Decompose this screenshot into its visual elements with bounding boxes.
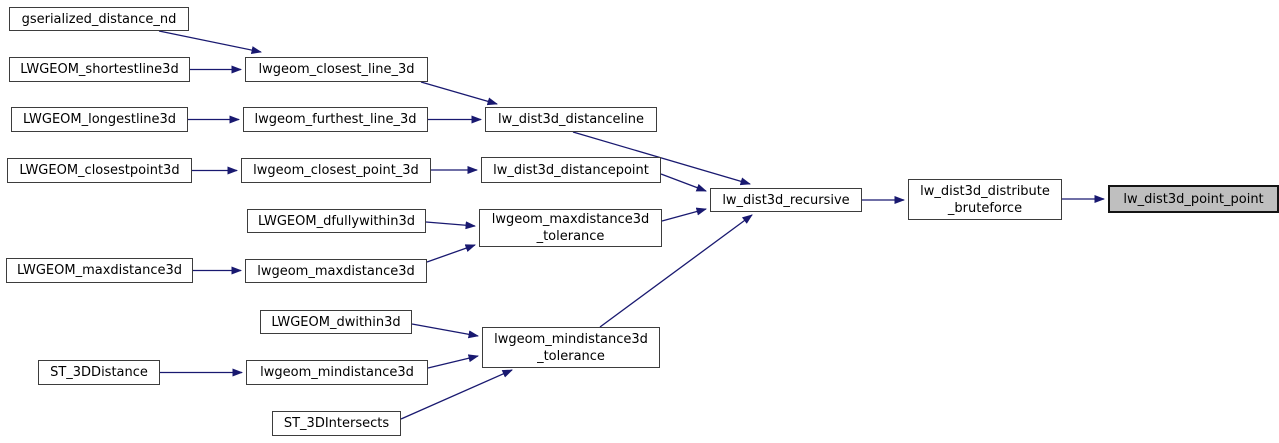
- node-gserialized_distance_nd[interactable]: gserialized_distance_nd: [9, 7, 189, 31]
- node-lwgeom_maxdistance3d[interactable]: lwgeom_maxdistance3d: [245, 259, 427, 283]
- edge-lwgeom_closest_line_3d--lw_dist3d_distanceline: [420, 81, 498, 106]
- node-lwgeom_closest_point_3d[interactable]: lwgeom_closest_point_3d: [241, 158, 431, 183]
- node-lw_dist3d_point_point: lw_dist3d_point_point: [1108, 185, 1279, 213]
- edge-LWGEOM_dfullywithin3d--lwgeom_maxdistance3d_tolerance: [425, 221, 476, 230]
- node-lw_dist3d_distancepoint[interactable]: lw_dist3d_distancepoint: [481, 157, 661, 183]
- node-lw_dist3d_recursive[interactable]: lw_dist3d_recursive: [710, 188, 862, 212]
- edge-lw_dist3d_distanceline--lw_dist3d_recursive: [572, 131, 751, 186]
- node-LWGEOM_dwithin3d[interactable]: LWGEOM_dwithin3d: [260, 310, 412, 334]
- edge-lwgeom_maxdistance3d--lwgeom_maxdistance3d_tolerance: [426, 244, 476, 263]
- node-lwgeom_mindistance3d[interactable]: lwgeom_mindistance3d: [246, 360, 428, 385]
- node-lwgeom_closest_line_3d[interactable]: lwgeom_closest_line_3d: [245, 57, 428, 82]
- node-LWGEOM_maxdistance3d[interactable]: LWGEOM_maxdistance3d: [6, 258, 193, 283]
- node-lwgeom_mindistance3d_tolerance[interactable]: lwgeom_mindistance3d _tolerance: [482, 327, 660, 368]
- edge-lwgeom_mindistance3d_tolerance--lw_dist3d_recursive: [599, 214, 753, 328]
- node-lwgeom_furthest_line_3d[interactable]: lwgeom_furthest_line_3d: [243, 107, 428, 132]
- node-lw_dist3d_distanceline[interactable]: lw_dist3d_distanceline: [485, 107, 657, 132]
- node-lw_dist3d_distribute_bruteforce[interactable]: lw_dist3d_distribute _bruteforce: [908, 179, 1062, 220]
- node-lwgeom_maxdistance3d_tolerance[interactable]: lwgeom_maxdistance3d _tolerance: [479, 209, 662, 247]
- node-ST_3DDistance[interactable]: ST_3DDistance: [38, 360, 160, 385]
- edge-lw_dist3d_distancepoint--lw_dist3d_recursive: [660, 173, 707, 192]
- edge-ST_3DIntersects--lwgeom_mindistance3d_tolerance: [400, 369, 513, 420]
- node-LWGEOM_dfullywithin3d[interactable]: LWGEOM_dfullywithin3d: [247, 209, 426, 233]
- node-LWGEOM_closestpoint3d[interactable]: LWGEOM_closestpoint3d: [7, 158, 192, 183]
- node-ST_3DIntersects[interactable]: ST_3DIntersects: [272, 411, 401, 436]
- edge-LWGEOM_dwithin3d--lwgeom_mindistance3d_tolerance: [411, 323, 479, 339]
- node-LWGEOM_longestline3d[interactable]: LWGEOM_longestline3d: [11, 107, 188, 132]
- node-LWGEOM_shortestline3d[interactable]: LWGEOM_shortestline3d: [9, 57, 190, 82]
- edge-lwgeom_mindistance3d--lwgeom_mindistance3d_tolerance: [427, 354, 479, 369]
- edge-lwgeom_maxdistance3d_tolerance--lw_dist3d_recursive: [661, 207, 707, 222]
- edge-gserialized_distance_nd--lwgeom_closest_line_3d: [158, 30, 262, 55]
